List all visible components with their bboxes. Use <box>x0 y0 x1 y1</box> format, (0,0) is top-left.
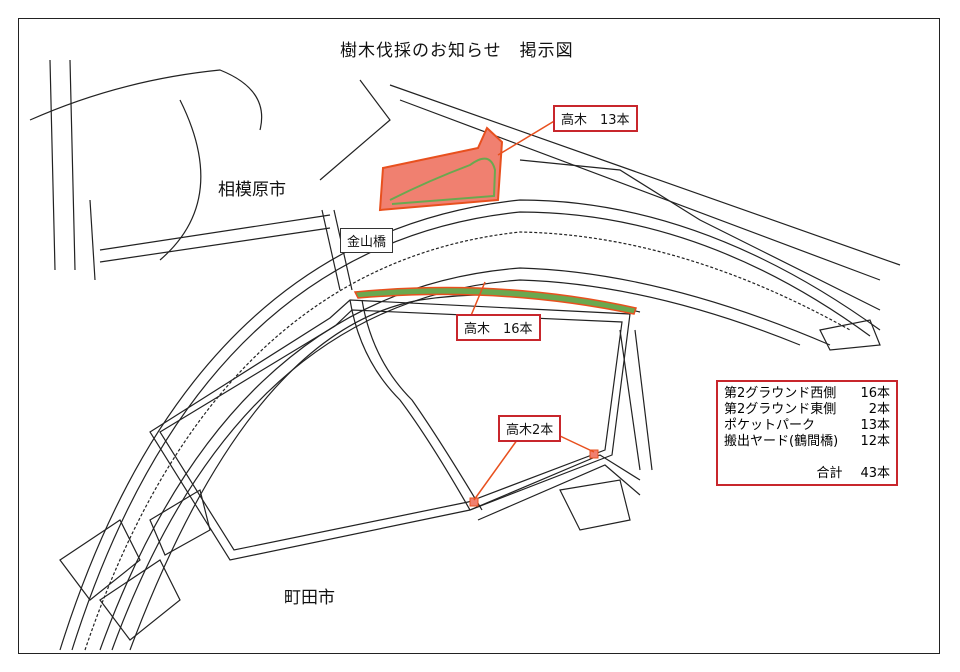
map-frame <box>18 18 940 654</box>
callout-west: 高木 16本 <box>456 314 541 341</box>
tree-count-legend: 第2グラウンド西側 16本 第2グラウンド東側 2本 ポケットパーク 13本 搬出ヤー… <box>716 380 898 486</box>
parcel-lines <box>29 69 263 261</box>
city-label-machida: 町田市 <box>284 583 335 608</box>
legend-row: 第2グラウンド西側 16本 <box>724 386 890 402</box>
leader-line <box>497 119 557 156</box>
levee-line <box>84 231 851 651</box>
city-label-sagamihara: 相模原市 <box>218 175 286 200</box>
east-tree-marker <box>469 497 479 507</box>
page-title: 樹木伐採のお知らせ 掲示図 <box>340 41 574 61</box>
callout-east: 高木2本 <box>498 415 562 442</box>
callout-pocket-park: 高木 13本 <box>553 105 638 132</box>
leader-line <box>469 281 486 319</box>
bridge-label: 金山橋 <box>340 228 394 253</box>
inner-path <box>349 299 471 511</box>
legend-count: 12本 <box>860 434 890 449</box>
east-tree-marker <box>589 449 599 459</box>
legend-row: ポケットパーク 13本 <box>724 418 890 434</box>
total-label: 合計 <box>816 466 843 481</box>
leader-line <box>473 435 521 501</box>
legend-label: 第2グラウンド西側 <box>724 386 837 401</box>
road-upper-edge <box>59 199 881 651</box>
road-upper-edge-2 <box>71 211 871 651</box>
legend-label: ポケットパーク <box>724 418 816 433</box>
river-bank <box>99 267 831 651</box>
legend-total: 合計 43本 <box>724 466 890 482</box>
legend-count: 16本 <box>860 386 890 401</box>
west-strip-area <box>353 286 637 315</box>
legend-row: 第2グラウンド東側 2本 <box>724 402 890 418</box>
lower-road <box>129 294 641 651</box>
legend-count: 2本 <box>868 402 890 417</box>
legend-label: 第2グラウンド東側 <box>724 402 837 417</box>
legend-row: 搬出ヤード(鶴間橋) 12本 <box>724 434 890 450</box>
legend-label: 搬出ヤード(鶴間橋) <box>724 434 839 449</box>
leader-line <box>559 435 595 453</box>
ground-boundary <box>149 299 631 561</box>
total-count: 43本 <box>860 466 890 481</box>
legend-count: 13本 <box>860 418 890 433</box>
